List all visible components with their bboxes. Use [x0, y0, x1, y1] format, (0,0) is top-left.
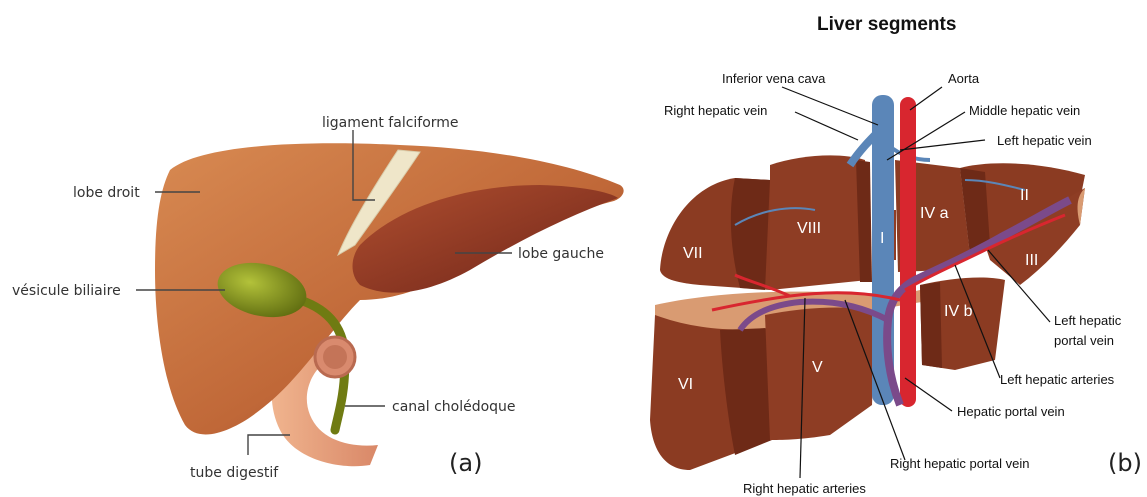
- segment-vii-side: [731, 178, 770, 290]
- segment-label-ivb: IV b: [944, 303, 973, 320]
- label-middle-hepatic-vein: Middle hepatic vein: [969, 103, 1080, 118]
- tube-ring-inner: [323, 345, 347, 369]
- panel-b: Liver segments: [650, 14, 1142, 496]
- segment-label-viii: VIII: [797, 220, 821, 237]
- label-left-hepatic-portal-1: Left hepatic: [1054, 313, 1122, 328]
- label-lobe-droit: lobe droit: [73, 185, 140, 201]
- label-left-hepatic-arteries: Left hepatic arteries: [1000, 372, 1115, 387]
- panel-b-tag: (b): [1108, 449, 1142, 477]
- label-left-hepatic-vein: Left hepatic vein: [997, 133, 1092, 148]
- segment-label-iii: III: [1025, 252, 1038, 269]
- panel-a-tag: (a): [449, 449, 482, 477]
- ivc-leader: [782, 87, 878, 125]
- label-inferior-vena-cava: Inferior vena cava: [722, 71, 826, 86]
- mhv-leader: [887, 112, 965, 160]
- segment-label-vii: VII: [683, 245, 703, 262]
- tube-leader: [248, 435, 290, 455]
- aorta-leader: [910, 87, 942, 110]
- panel-a: ligament falciforme lobe droit lobe gauc…: [12, 115, 624, 481]
- label-right-hepatic-portal-vein: Right hepatic portal vein: [890, 456, 1029, 471]
- label-lobe-gauche: lobe gauche: [518, 246, 604, 262]
- segment-label-iva: IV a: [920, 205, 949, 222]
- label-canal-choledoque: canal cholédoque: [392, 399, 516, 415]
- panel-b-title: Liver segments: [817, 14, 956, 35]
- label-aorta: Aorta: [948, 71, 980, 86]
- label-right-hepatic-arteries: Right hepatic arteries: [743, 481, 866, 496]
- rhv-leader: [795, 112, 858, 140]
- label-ligament-falciforme: ligament falciforme: [322, 115, 459, 131]
- segment-label-ii: II: [1020, 187, 1029, 204]
- segment-label-v: V: [812, 359, 823, 376]
- label-left-hepatic-portal-2: portal vein: [1054, 333, 1114, 348]
- segment-label-i: I: [880, 230, 884, 247]
- label-right-hepatic-vein: Right hepatic vein: [664, 103, 767, 118]
- segment-label-vi: VI: [678, 376, 693, 393]
- label-hepatic-portal-vein: Hepatic portal vein: [957, 404, 1065, 419]
- label-tube-digestif: tube digestif: [190, 465, 279, 481]
- label-vesicule-biliaire: vésicule biliaire: [12, 283, 121, 299]
- segment-ivb-side: [920, 282, 942, 368]
